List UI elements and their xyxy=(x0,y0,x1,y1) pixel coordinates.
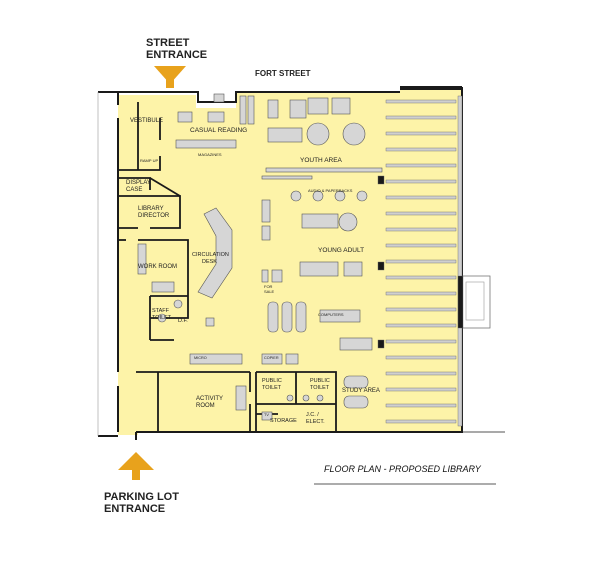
youth-area-furniture xyxy=(261,97,383,202)
shelf-stack xyxy=(385,243,457,248)
plan-title: FLOOR PLAN - PROPOSED LIBRARY xyxy=(324,464,482,474)
label-activity-room-2: ROOM xyxy=(196,403,215,409)
label-tv: TV xyxy=(264,413,269,417)
street-entrance-label-2: ENTRANCE xyxy=(146,49,207,61)
casual-reading-furniture xyxy=(175,93,255,149)
computers-furniture xyxy=(261,269,361,333)
street-entrance-arrow-icon xyxy=(154,66,186,88)
label-for-sale-2: SALE xyxy=(264,289,275,294)
label-storage: STORAGE xyxy=(270,418,297,424)
label-study-area: STUDY AREA xyxy=(342,388,380,394)
shelf-stack xyxy=(385,227,457,232)
label-public-toilet-left-1: PUBLIC xyxy=(262,378,282,384)
label-activity-room-1: ACTIVITY xyxy=(196,396,223,402)
label-public-toilet-left-2: TOILET xyxy=(262,385,282,391)
label-library-director-1: LIBRARY xyxy=(138,206,164,212)
parking-entrance-label-1: PARKING LOT xyxy=(104,491,179,503)
label-circulation-desk-1: CIRCULATION xyxy=(192,252,229,258)
label-youth-area: YOUTH AREA xyxy=(300,157,343,164)
shelf-stack xyxy=(385,371,457,376)
shelf-stack xyxy=(385,99,457,104)
label-display-case-1: DISPLAY xyxy=(126,180,151,186)
wall-shelf xyxy=(457,95,463,427)
label-magazines: MAGAZINES xyxy=(198,152,222,157)
label-work-room: WORK ROOM xyxy=(138,264,177,270)
shelf-stack xyxy=(385,307,457,312)
young-adult-furniture xyxy=(261,199,363,277)
shelf-stack xyxy=(385,211,457,216)
shelf-stack xyxy=(385,339,457,344)
annex-wall xyxy=(457,275,464,329)
shelf-stack xyxy=(385,115,457,120)
label-df: D.F. xyxy=(178,318,188,324)
label-young-adult: YOUNG ADULT xyxy=(318,247,364,254)
circulation-desk-shape xyxy=(197,207,233,299)
shelf-stack xyxy=(385,387,457,392)
label-circulation-desk-2: DESK xyxy=(202,259,217,265)
parking-entrance-arrow-icon xyxy=(118,452,154,480)
shelf-stack xyxy=(385,195,457,200)
label-library-director-2: DIRECTOR xyxy=(138,213,170,219)
shelf-stack xyxy=(385,147,457,152)
label-copier: COPIER xyxy=(264,356,279,360)
shelf-stack xyxy=(385,179,457,184)
label-ramp-up: RAMP UP xyxy=(140,158,158,163)
street-entrance-label-1: STREET xyxy=(146,37,190,49)
work-room-fixtures xyxy=(137,243,215,327)
interior-walls xyxy=(118,102,337,432)
label-staff-toilet-2: TOILET xyxy=(152,315,172,321)
label-computers: COMPUTERS xyxy=(318,312,344,317)
label-jc-elect-2: ELECT. xyxy=(306,419,325,425)
label-casual-reading: CASUAL READING xyxy=(190,127,247,134)
shelf-stack xyxy=(385,355,457,360)
label-public-toilet-right-1: PUBLIC xyxy=(310,378,330,384)
label-vestibule: VESTIBULE xyxy=(130,118,163,124)
label-public-toilet-right-2: TOILET xyxy=(310,385,330,391)
shelf-stack xyxy=(385,403,457,408)
shelf-stack xyxy=(385,131,457,136)
column-marker xyxy=(377,339,385,349)
label-for-sale-1: FOR xyxy=(264,284,273,289)
label-jc-elect-1: J.C. / xyxy=(306,412,319,418)
lower-room-fixtures xyxy=(235,337,373,421)
label-display-case-2: CASE xyxy=(126,187,142,193)
column-marker xyxy=(377,261,385,271)
label-micro: MICRO xyxy=(194,356,207,360)
parking-entrance-label-2: ENTRANCE xyxy=(104,503,165,515)
column-marker xyxy=(377,175,385,185)
shelf-stack xyxy=(385,419,457,424)
street-name: FORT STREET xyxy=(255,69,311,78)
counters xyxy=(189,353,299,365)
label-staff-toilet-1: STAFF xyxy=(152,308,170,314)
shelf-stack xyxy=(385,163,457,168)
shelf-stack xyxy=(385,259,457,264)
shelf-stack xyxy=(385,323,457,328)
room-labels: VESTIBULE CASUAL READING MAGAZINES YOUTH… xyxy=(126,118,380,425)
label-audio-paperbacks: AUDIO & PAPERBACKS xyxy=(308,188,353,193)
shelf-stack xyxy=(385,275,457,280)
shelf-stack xyxy=(385,291,457,296)
book-stacks xyxy=(377,95,464,427)
